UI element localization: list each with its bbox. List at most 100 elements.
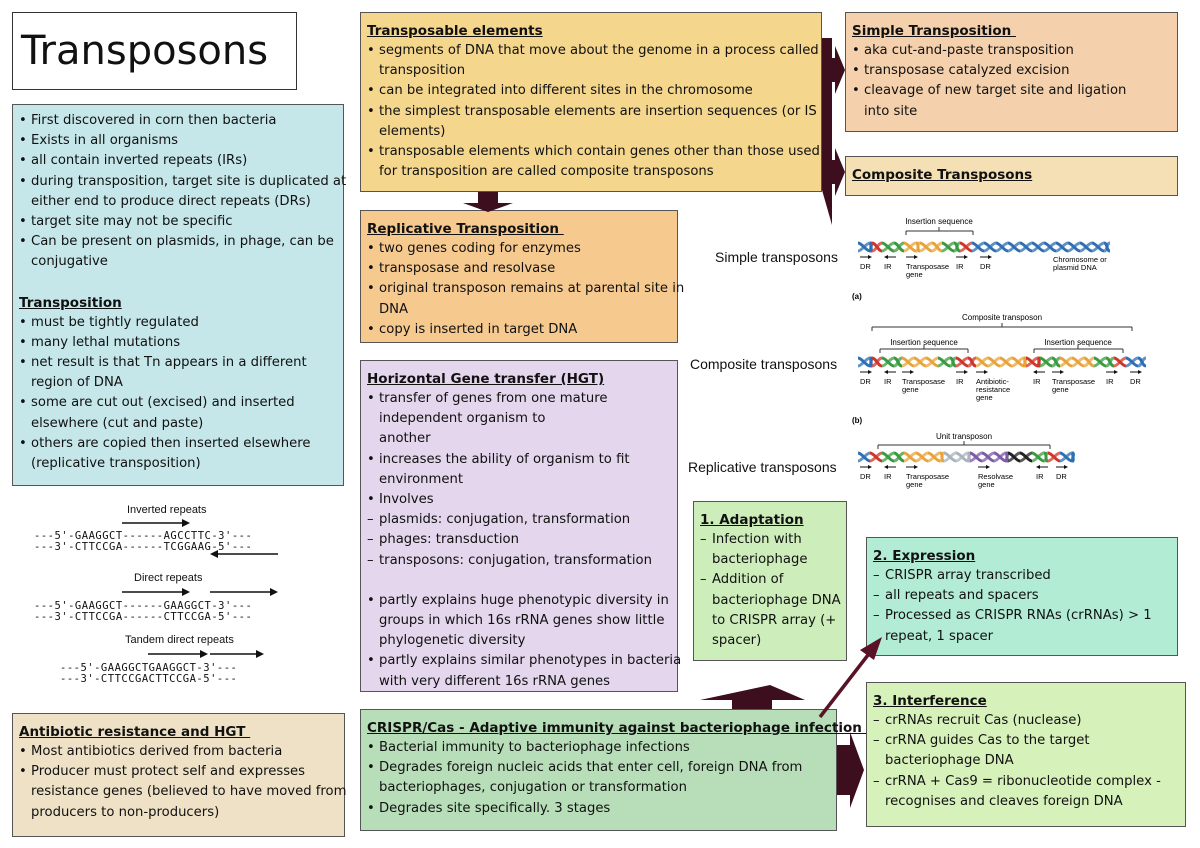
- diagram-label: DR: [860, 377, 871, 386]
- diagram-label: gene: [906, 270, 923, 279]
- list-item: Involves: [367, 490, 677, 510]
- list-item: aka cut-and-paste transposition: [852, 41, 1177, 61]
- list-item: Addition of bacteriophage DNA to CRISPR …: [700, 570, 846, 651]
- interference-list: crRNAs recruit Cas (nuclease) crRNA guid…: [873, 711, 1185, 812]
- panel-a-label: (a): [852, 292, 862, 301]
- bracket-b: Composite transposon Insertion sequence …: [871, 313, 1133, 353]
- list-item: Degrades site specifically. 3 stages: [367, 799, 836, 819]
- antibiotic-list: Most antibiotics derived from bacteria P…: [19, 742, 346, 823]
- inverted-top-strand: ---5'-GAAGGCT------AGCCTTC-3'---: [34, 530, 253, 542]
- insertion-sequence-label: Insertion sequence: [905, 217, 973, 226]
- direct-arrows: [122, 588, 278, 596]
- crispr-box: CRISPR/Cas - Adaptive immunity against b…: [360, 709, 862, 831]
- list-item: two genes coding for enzymes: [367, 239, 677, 259]
- list-item: Processed as CRISPR RNAs (crRNAs) > 1 re…: [873, 606, 1177, 646]
- bracket-a: Insertion sequence: [905, 217, 974, 235]
- adaptation-heading: 1. Adaptation: [700, 512, 804, 528]
- list-item: Infection with bacteriophage: [700, 530, 846, 570]
- list-item: crRNA guides Cas to the target bacteriop…: [873, 731, 1185, 771]
- list-item: all contain inverted repeats (IRs): [19, 151, 343, 171]
- list-item: partly explains huge phenotypic diversit…: [367, 591, 677, 652]
- bracket-c: Unit transposon: [877, 432, 1051, 449]
- dna-helix-b: DR IR Transposase gene IR Antibiotic-resistan…: [857, 356, 1147, 402]
- antibiotic-heading: Antibiotic resistance and HGT: [19, 724, 251, 740]
- expression-list: CRISPR array transcribed all repeats and…: [873, 566, 1177, 647]
- tandem-bottom-strand: ---3'-CTTCCGACTTCCGA-5'---: [60, 673, 238, 685]
- page-title: Transposons: [21, 28, 269, 74]
- unit-transposon-label: Unit transposon: [936, 432, 992, 441]
- direct-top-strand: ---5'-GAAGGCT------GAAGGCT-3'---: [34, 600, 253, 612]
- expression-heading: 2. Expression: [873, 548, 976, 564]
- diagram-label: IR: [884, 262, 892, 271]
- list-item: copy is inserted in target DNA: [367, 320, 677, 340]
- list-item: transfer of genes from one mature indepe…: [367, 389, 677, 450]
- diagram-label: IR: [1036, 472, 1044, 481]
- diagram-label: Transposase: [1052, 377, 1095, 386]
- composite-transposons-box: Composite Transposons: [845, 156, 1178, 196]
- list-item: crRNA + Cas9 = ribonucleotide complex - …: [873, 772, 1185, 812]
- list-item: transposase and resolvase: [367, 259, 677, 279]
- diagram-label: gene: [976, 393, 993, 402]
- arrow-down-vertical: [822, 38, 832, 225]
- hgt-list: transfer of genes from one mature indepe…: [367, 389, 681, 692]
- diagram-label: DR: [1056, 472, 1067, 481]
- replicative-transposons-label: Replicative transposons: [688, 459, 837, 475]
- diagram-label: resistance: [976, 385, 1010, 394]
- inverted-arrows: [122, 519, 278, 558]
- intro-list: First discovered in corn then bacteria E…: [19, 111, 346, 273]
- arrow-up-to-adaptation: [700, 685, 805, 709]
- simple-transposons-label: Simple transposons: [715, 249, 838, 265]
- tandem-top-strand: ---5'-GAAGGCTGAAGGCT-3'---: [60, 662, 238, 674]
- list-item: cleavage of new target site and ligation…: [852, 81, 1177, 121]
- interference-box: 3. Interference crRNAs recruit Cas (nucl…: [866, 682, 1186, 827]
- list-item: original transposon remains at parental …: [367, 279, 684, 319]
- interference-heading: 3. Interference: [873, 693, 987, 709]
- list-item: partly explains similar phenotypes in ba…: [367, 651, 681, 691]
- list-item: all repeats and spacers: [873, 586, 1177, 606]
- list-item: transposase catalyzed excision: [852, 61, 1177, 81]
- list-item: Degrades foreign nucleic acids that ente…: [367, 758, 836, 798]
- antibiotic-box: Antibiotic resistance and HGT Most antib…: [12, 713, 346, 837]
- list-item: Exists in all organisms: [19, 131, 343, 151]
- list-item: can be integrated into different sites i…: [367, 81, 821, 101]
- panel-b-label: (b): [852, 416, 863, 425]
- tandem-arrows: [148, 650, 264, 658]
- transposition-heading: Transposition: [19, 294, 122, 311]
- diagram-label: Transposase: [902, 377, 945, 386]
- composite-transposon-label: Composite transposon: [962, 313, 1042, 322]
- simple-heading: Simple Transposition: [852, 23, 1016, 39]
- tandem-repeats-caption: Tandem direct repeats: [125, 634, 234, 646]
- composite-transposons-label: Composite transposons: [690, 356, 838, 372]
- diagram-label: DR: [980, 262, 991, 271]
- diagram-label: IR: [884, 377, 892, 386]
- crispr-list: Bacterial immunity to bacteriophage infe…: [367, 738, 836, 819]
- composite-heading: Composite Transposons: [852, 167, 1033, 183]
- replicative-list: two genes coding for enzymes transposase…: [367, 239, 684, 340]
- diagram-label: IR: [1106, 377, 1114, 386]
- list-item: Can be present on plasmids, in phage, ca…: [19, 232, 343, 272]
- list-item: plasmids: conjugation, transformation: [367, 510, 677, 530]
- list-item: crRNAs recruit Cas (nuclease): [873, 711, 1185, 731]
- arrow-to-expression-shaft: [818, 653, 870, 719]
- diagram-label: DR: [860, 472, 871, 481]
- list-item: transposons: conjugation, transformation: [367, 551, 677, 571]
- direct-bottom-strand: ---3'-CTTCCGA------CTTCCGA-5'---: [34, 611, 253, 623]
- list-item: target site may not be specific: [19, 212, 343, 232]
- list-item: Bacterial immunity to bacteriophage infe…: [367, 738, 836, 758]
- simple-transposition-box: Simple Transposition aka cut-and-paste t…: [845, 12, 1178, 132]
- list-item: CRISPR array transcribed: [873, 566, 1177, 586]
- diagram-label: Antibiotic-: [976, 377, 1009, 386]
- list-item: transposable elements which contain gene…: [367, 142, 821, 182]
- transposable-elements-box: Transposable elements segments of DNA th…: [360, 12, 822, 192]
- insertion-sequence-right-label: Insertion sequence: [1044, 338, 1112, 347]
- intro-box: First discovered in corn then bacteria E…: [12, 104, 346, 486]
- replicative-heading: Replicative Transposition: [367, 221, 564, 237]
- expression-box: 2. Expression CRISPR array transcribed a…: [866, 537, 1178, 656]
- list-item: some are cut out (excised) and inserted …: [19, 393, 343, 433]
- adaptation-list: Infection with bacteriophage Addition of…: [700, 530, 846, 651]
- replicative-box: Replicative Transposition two genes codi…: [360, 210, 684, 343]
